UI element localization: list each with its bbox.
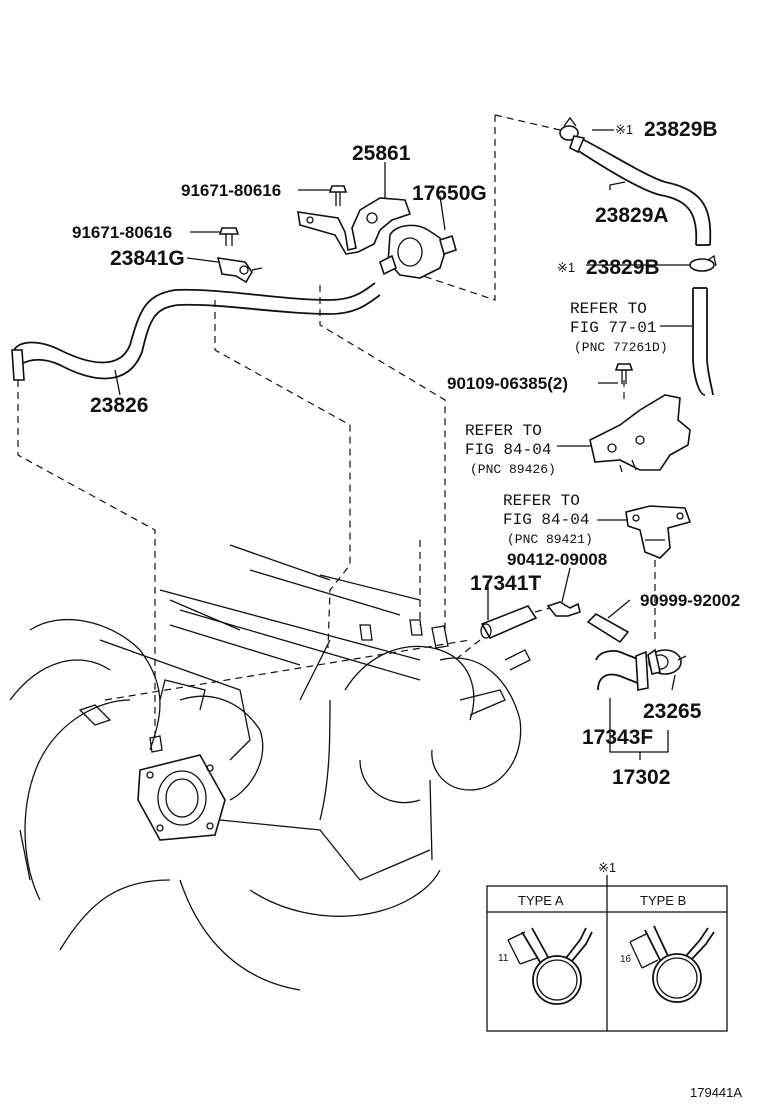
label-90412: 90412-09008 <box>507 550 607 569</box>
label-17341T: 17341T <box>470 572 541 595</box>
label-23829A: 23829A <box>595 204 669 227</box>
ref3-pnc: (PNC 89421) <box>507 532 593 547</box>
hose-17341T <box>480 605 538 640</box>
dim-type-a: 11 <box>498 953 509 964</box>
ref3-refer: REFER TO <box>503 492 580 510</box>
note-mark-top: ※1 <box>615 122 633 137</box>
label-23826: 23826 <box>90 394 148 417</box>
label-23841G: 23841G <box>110 247 185 270</box>
ref1-refer: REFER TO <box>570 300 647 318</box>
ref2-fig: FIG 84-04 <box>465 441 551 459</box>
label-25861: 25861 <box>352 142 411 165</box>
clip-type-a-drawing: 11 <box>498 927 593 1005</box>
bracket-25861 <box>297 197 412 255</box>
leader-lines <box>114 129 692 760</box>
hose-23826 <box>11 282 381 381</box>
engine-outline <box>9 544 531 991</box>
clip-type-table: ※1 TYPE A TYPE B 11 <box>486 860 728 1032</box>
dim-type-b: 16 <box>620 954 632 965</box>
callout-labels: ※1 23829B 23829A ※1 23829B 25861 17650G … <box>72 118 740 789</box>
hose-23829A <box>569 135 712 246</box>
label-23829B-top: 23829B <box>644 118 718 141</box>
note-mark-table: ※1 <box>598 860 616 875</box>
ref1-pnc: (PNC 77261D) <box>574 340 668 355</box>
label-23829B-mid: 23829B <box>586 256 660 279</box>
label-90999: 90999-92002 <box>640 591 740 610</box>
bracket-89426 <box>589 394 691 473</box>
bolt-91671-b <box>218 227 240 246</box>
hose-17343F <box>595 650 649 691</box>
figure-id: 179441A <box>690 1085 742 1100</box>
ref2-pnc: (PNC 89426) <box>470 462 556 477</box>
label-91671-a: 91671-80616 <box>181 181 281 200</box>
type-a-header: TYPE A <box>518 893 564 908</box>
ref1-fig: FIG 77-01 <box>570 319 656 337</box>
note-mark-mid: ※1 <box>557 260 575 275</box>
label-17650G: 17650G <box>412 182 487 205</box>
label-90109: 90109-06385(2) <box>447 374 568 393</box>
bolt-90109 <box>614 363 634 384</box>
fitting-90412 <box>546 601 581 617</box>
clip-23829B-mid <box>689 254 717 272</box>
clamp-23841G <box>216 257 263 284</box>
label-17302: 17302 <box>612 766 670 789</box>
bolt-91671-a <box>328 185 348 206</box>
valve-23265 <box>647 648 687 675</box>
assembly-dashed-lines <box>17 114 656 740</box>
ref2-refer: REFER TO <box>465 422 542 440</box>
label-23265: 23265 <box>643 700 702 723</box>
sensor-89421 <box>625 505 692 559</box>
hose-refer-77-01 <box>692 287 714 396</box>
throttle-body <box>137 735 226 841</box>
clip-type-b-drawing: 16 <box>620 925 715 1003</box>
hose-90999 <box>586 613 630 644</box>
ref3-fig: FIG 84-04 <box>503 511 589 529</box>
label-17343F: 17343F <box>582 726 653 749</box>
label-91671-b: 91671-80616 <box>72 223 172 242</box>
type-b-header: TYPE B <box>640 893 686 908</box>
valve-17650G <box>379 224 457 279</box>
